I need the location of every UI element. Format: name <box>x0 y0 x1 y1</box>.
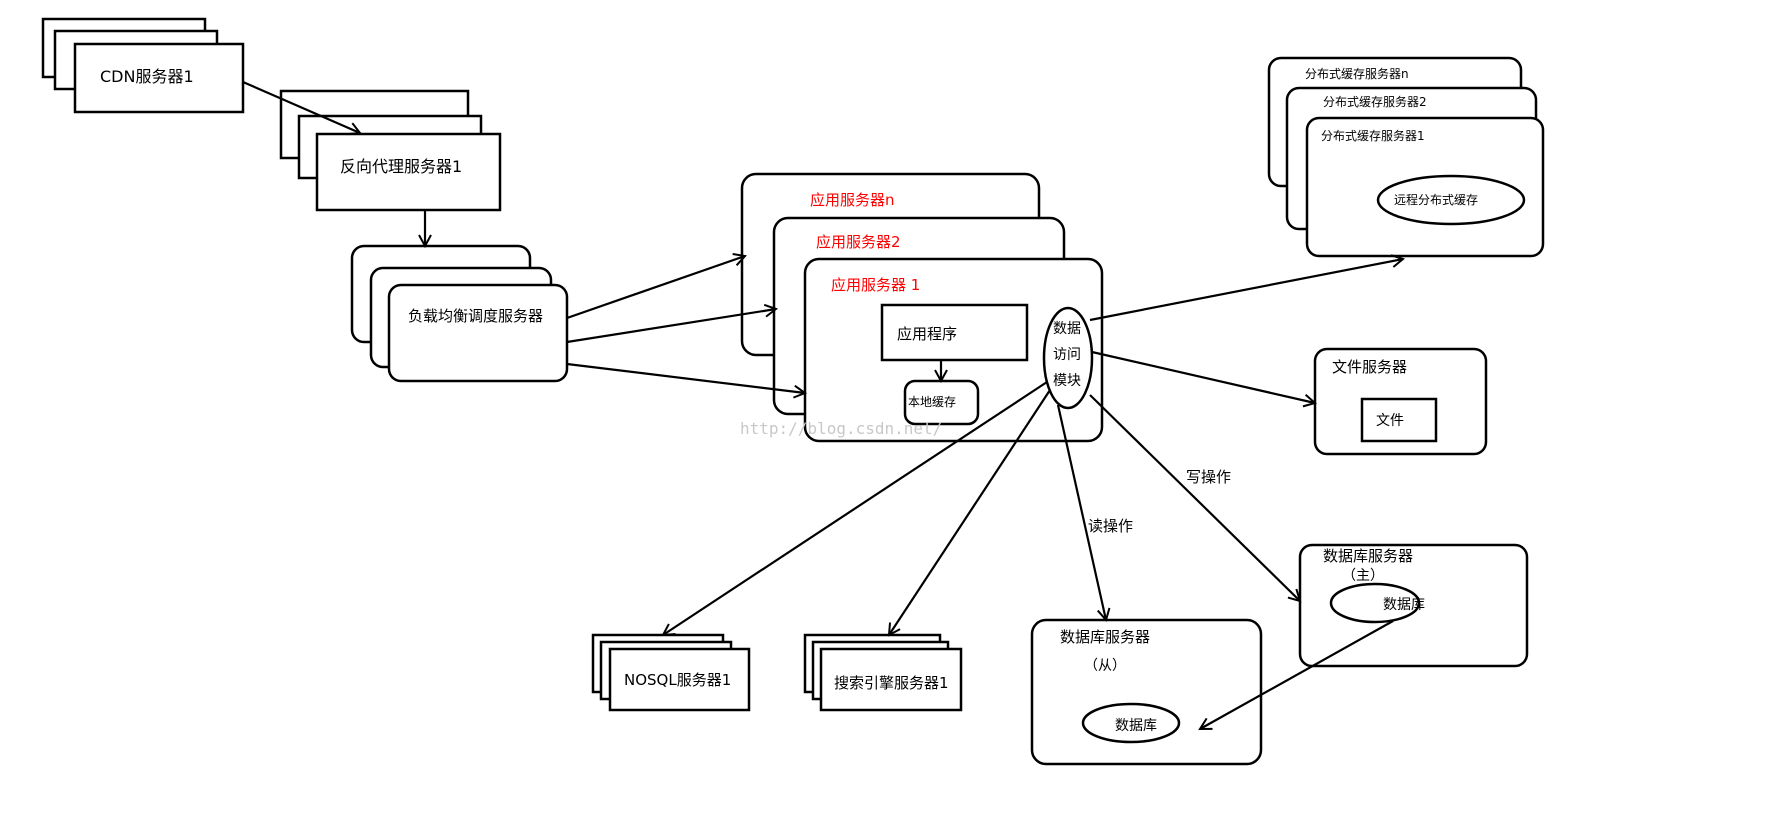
db-master-sub: （主） <box>1342 568 1384 584</box>
distributed-cache-stack <box>1267 56 1545 258</box>
cdn-server-stack <box>41 17 245 114</box>
db-master-server <box>1298 543 1529 668</box>
load-balancer-stack <box>350 244 569 383</box>
read-op-label: 读操作 <box>1088 517 1133 535</box>
search-server-box <box>819 647 963 712</box>
reverse-proxy-label: 反向代理服务器1 <box>340 157 462 176</box>
edge-dam-to-search <box>889 389 1051 635</box>
connector-arrows <box>242 80 1403 729</box>
remote-cache-label: 远程分布式缓存 <box>1394 192 1478 207</box>
edge-dam-to-db-slave <box>1056 404 1106 620</box>
data-access-label-3: 模块 <box>1053 373 1081 389</box>
app-server-n-label: 应用服务器n <box>810 191 895 209</box>
app-server-stack <box>740 172 1104 443</box>
data-access-module <box>1042 306 1094 410</box>
db-slave-sub: （从） <box>1084 658 1126 674</box>
edge-lb-to-app-n <box>566 256 745 320</box>
db-slave-label: 数据库服务器 <box>1060 628 1150 646</box>
nosql-server-label: NOSQL服务器1 <box>624 671 731 689</box>
local-cache-label: 本地缓存 <box>908 395 956 409</box>
file-box <box>1360 397 1438 443</box>
db-master-ellipse <box>1329 582 1421 624</box>
file-server-label: 文件服务器 <box>1332 358 1407 376</box>
edge-dam-to-cache <box>1089 259 1403 322</box>
search-server-stack <box>803 633 963 712</box>
load-balancer-box <box>387 283 569 383</box>
reverse-proxy-box <box>315 132 502 212</box>
cache-server-1-label: 分布式缓存服务器1 <box>1321 128 1425 143</box>
nosql-server-stack <box>591 633 751 712</box>
reverse-proxy-stack <box>279 89 502 212</box>
edge-db-replication <box>1200 620 1394 729</box>
cdn-server-box <box>73 42 245 114</box>
app-program-box <box>880 303 1029 362</box>
cache-server-2-label: 分布式缓存服务器2 <box>1323 94 1427 109</box>
app-server-1-label: 应用服务器 1 <box>831 276 920 294</box>
watermark: http://blog.csdn.net/ <box>740 419 942 438</box>
file-label: 文件 <box>1376 413 1404 429</box>
cdn-server-label: CDN服务器1 <box>100 67 194 86</box>
cache-server-n-label: 分布式缓存服务器n <box>1305 66 1409 81</box>
db-master-label: 数据库服务器 <box>1323 547 1413 565</box>
load-balancer-label: 负载均衡调度服务器 <box>408 307 543 325</box>
edge-dam-to-db-master <box>1089 394 1300 601</box>
db-slave-db-label: 数据库 <box>1115 718 1157 734</box>
db-slave-ellipse <box>1081 702 1181 744</box>
data-access-label-2: 访问 <box>1053 347 1081 363</box>
edge-dam-to-file <box>1091 350 1315 403</box>
app-server-2-label: 应用服务器2 <box>816 233 901 251</box>
search-server-label: 搜索引擎服务器1 <box>834 674 949 692</box>
edge-cdn-to-proxy <box>242 80 360 133</box>
db-master-db-label: 数据库 <box>1383 597 1425 613</box>
write-op-label: 写操作 <box>1186 468 1231 486</box>
edge-lb-to-app-2 <box>566 309 776 344</box>
edge-dam-to-nosql <box>663 381 1048 635</box>
edge-lb-to-app-1 <box>566 362 805 393</box>
nosql-server-box <box>608 647 751 712</box>
remote-cache-ellipse <box>1376 174 1526 226</box>
app-program-label: 应用程序 <box>897 325 957 343</box>
data-access-label-1: 数据 <box>1053 321 1081 337</box>
